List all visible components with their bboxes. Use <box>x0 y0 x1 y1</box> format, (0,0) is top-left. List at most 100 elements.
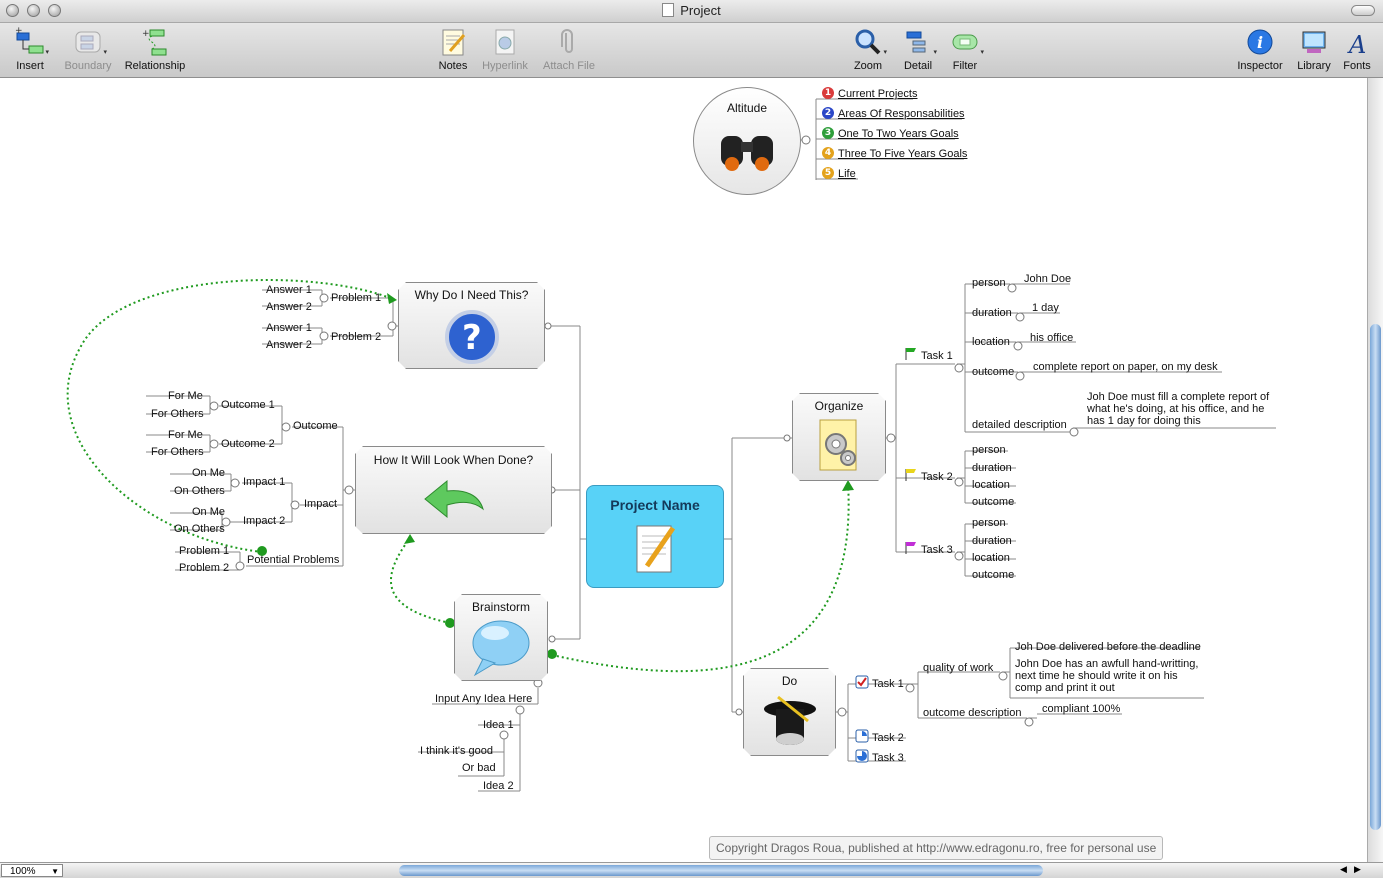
task1-detailed-description[interactable]: detailed description <box>972 419 1067 431</box>
altitude-item[interactable]: Areas Of Responsabilities <box>838 108 965 120</box>
notes-button[interactable]: Notes <box>436 27 470 75</box>
how-for-me-1[interactable]: For Me <box>168 390 203 402</box>
relationship-icon: + <box>140 27 170 57</box>
task1-outcome[interactable]: outcome <box>972 366 1015 378</box>
vertical-scroll-thumb[interactable] <box>1370 324 1381 830</box>
how-problem-1[interactable]: Problem 1 <box>179 545 230 557</box>
how-potential-problems[interactable]: Potential Problems <box>247 554 340 566</box>
brainstorm-idea-2[interactable]: Idea 2 <box>483 780 514 792</box>
organize-task-2[interactable]: Task 2 <box>921 471 953 483</box>
how-impact[interactable]: Impact <box>304 498 338 510</box>
altitude-item[interactable]: One To Two Years Goals <box>838 128 959 140</box>
how-node[interactable]: How It Will Look When Done? <box>355 446 552 534</box>
why-problem-2[interactable]: Problem 2 <box>331 331 382 343</box>
horizontal-scrollbar[interactable] <box>70 863 1340 878</box>
why-answer-1a[interactable]: Answer 1 <box>266 284 312 296</box>
task1-duration[interactable]: duration <box>972 307 1012 319</box>
library-button[interactable]: Library <box>1294 27 1334 75</box>
attach-file-button[interactable]: Attach File <box>540 27 598 75</box>
how-for-me-2[interactable]: For Me <box>168 429 203 441</box>
inspector-button[interactable]: i Inspector <box>1234 27 1286 75</box>
task2-outcome[interactable]: outcome <box>972 496 1015 508</box>
purple-flag-icon <box>905 542 916 554</box>
priority-2-icon: 2 <box>822 107 834 119</box>
relationship-button[interactable]: + Relationship <box>120 27 190 75</box>
task1-detailed-value[interactable]: Joh Doe must fill a complete report of w… <box>1087 391 1270 427</box>
scroll-left-arrow-icon[interactable]: ◀ <box>1340 864 1347 874</box>
task3-duration[interactable]: duration <box>972 535 1012 547</box>
question-icon: ? <box>444 309 500 365</box>
do-task-1[interactable]: Task 1 <box>872 678 904 690</box>
brainstorm-idea-1[interactable]: Idea 1 <box>483 719 514 731</box>
altitude-item[interactable]: Three To Five Years Goals <box>838 148 968 160</box>
close-window-button[interactable] <box>6 4 19 17</box>
do-node[interactable]: Do <box>743 668 836 756</box>
minimize-window-button[interactable] <box>27 4 40 17</box>
task2-person[interactable]: person <box>972 444 1006 456</box>
how-outcome-1[interactable]: Outcome 1 <box>221 399 275 411</box>
task3-person[interactable]: person <box>972 517 1006 529</box>
organize-node[interactable]: Organize <box>792 393 886 481</box>
task1-location[interactable]: location <box>972 336 1010 348</box>
how-problem-2[interactable]: Problem 2 <box>179 562 230 574</box>
brainstorm-input[interactable]: Input Any Idea Here <box>435 693 533 705</box>
scroll-right-arrow-icon[interactable]: ▶ <box>1354 864 1361 874</box>
altitude-item[interactable]: Current Projects <box>838 88 918 100</box>
why-node[interactable]: Why Do I Need This? ? <box>398 282 545 369</box>
organize-task-3[interactable]: Task 3 <box>921 544 953 556</box>
zoom-button[interactable]: ▾ Zoom <box>850 27 887 75</box>
window-title-text: Project <box>680 3 721 18</box>
how-impact-2[interactable]: Impact 2 <box>243 515 286 527</box>
brainstorm-good[interactable]: I think it's good <box>420 745 494 757</box>
back-arrow-icon <box>421 479 487 519</box>
do-task-3[interactable]: Task 3 <box>872 752 904 764</box>
task2-location[interactable]: location <box>972 479 1010 491</box>
do-compliant[interactable]: compliant 100% <box>1042 703 1121 715</box>
filter-button[interactable]: ▾ Filter <box>946 27 984 75</box>
task1-person[interactable]: person <box>972 277 1006 289</box>
hyperlink-button[interactable]: Hyperlink <box>478 27 532 75</box>
task1-person-value[interactable]: John Doe <box>1024 273 1072 285</box>
zoom-window-button[interactable] <box>48 4 61 17</box>
do-task-2[interactable]: Task 2 <box>872 732 904 744</box>
altitude-item[interactable]: Life <box>838 168 856 180</box>
task1-duration-value[interactable]: 1 day <box>1032 302 1059 314</box>
how-on-others-1[interactable]: On Others <box>174 485 225 497</box>
do-quality-of-work[interactable]: quality of work <box>923 662 994 674</box>
task3-location[interactable]: location <box>972 552 1010 564</box>
zoom-select[interactable]: 100%▼ <box>1 864 63 877</box>
how-outcome-2[interactable]: Outcome 2 <box>221 438 275 450</box>
detail-button[interactable]: ▾ Detail <box>900 27 937 75</box>
boundary-button[interactable]: ▾ Boundary <box>60 27 116 75</box>
do-quality-note-1[interactable]: Joh Doe delivered before the deadline <box>1015 641 1201 653</box>
toolbar-toggle-button[interactable] <box>1351 5 1375 16</box>
brainstorm-node[interactable]: Brainstorm <box>454 594 548 681</box>
why-problem-1[interactable]: Problem 1 <box>331 292 382 304</box>
brainstorm-bad[interactable]: Or bad <box>462 762 496 774</box>
task1-outcome-value[interactable]: complete report on paper, on my desk <box>1033 361 1218 373</box>
how-for-others-1[interactable]: For Others <box>151 408 204 420</box>
how-on-me-2[interactable]: On Me <box>192 506 226 518</box>
how-impact-1[interactable]: Impact 1 <box>243 476 286 488</box>
how-on-me-1[interactable]: On Me <box>192 467 226 479</box>
how-outcome[interactable]: Outcome <box>293 420 338 432</box>
fonts-button[interactable]: A Fonts <box>1340 27 1374 75</box>
how-for-others-2[interactable]: For Others <box>151 446 204 458</box>
altitude-node[interactable]: Altitude <box>693 87 801 195</box>
central-node[interactable]: Project Name <box>586 485 724 588</box>
why-answer-2b[interactable]: Answer 2 <box>266 339 312 351</box>
vertical-scrollbar[interactable] <box>1367 78 1383 862</box>
why-answer-2a[interactable]: Answer 2 <box>266 301 312 313</box>
do-quality-note-2[interactable]: John Doe has an awfull hand-writting, ne… <box>1015 658 1199 694</box>
task2-duration[interactable]: duration <box>972 462 1012 474</box>
do-outcome-description[interactable]: outcome description <box>923 707 1022 719</box>
task1-location-value[interactable]: his office <box>1030 332 1074 344</box>
why-answer-1b[interactable]: Answer 1 <box>266 322 312 334</box>
checkbox-icon[interactable] <box>855 675 869 689</box>
how-on-others-2[interactable]: On Others <box>174 523 225 535</box>
organize-task-1[interactable]: Task 1 <box>921 350 953 362</box>
horizontal-scroll-thumb[interactable] <box>399 865 1043 876</box>
task3-outcome[interactable]: outcome <box>972 569 1015 581</box>
insert-button[interactable]: + ▾ Insert <box>10 26 50 75</box>
